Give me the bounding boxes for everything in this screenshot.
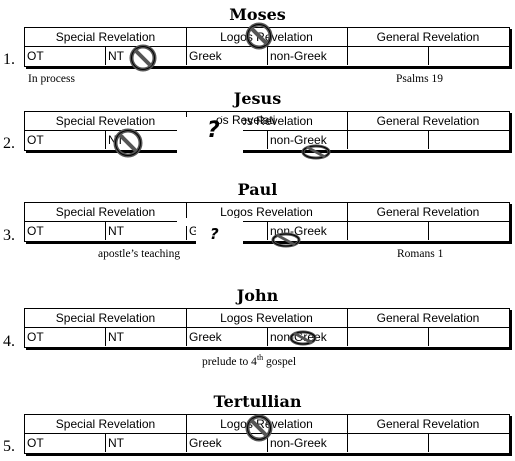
cell-greek: G <box>189 224 199 238</box>
no-symbol-icon <box>245 414 273 442</box>
note-center: prelude to 4th gospel <box>202 353 296 368</box>
revelation-table-john: Special Revelation Logos Revelation Gene… <box>24 308 510 348</box>
header-general-revelation: General Revelation <box>376 114 480 128</box>
no-symbol-icon <box>301 144 331 160</box>
cell-ot: OT <box>27 224 44 238</box>
header-general-revelation: General Revelation <box>376 30 480 44</box>
header-logos-revelation: Logos Revelation <box>220 417 313 431</box>
cell-ot: OT <box>27 330 44 344</box>
cell-general-1 <box>348 434 428 452</box>
header-special-revelation: Special Revelation <box>55 205 156 219</box>
no-symbol-icon <box>113 128 143 158</box>
cell-greek: Greek <box>189 330 222 344</box>
detail-row: OT NT G non-Greek <box>25 222 509 240</box>
logos-gap-bottom <box>196 222 243 244</box>
header-general-revelation: General Revelation <box>376 417 480 431</box>
cell-general-2 <box>429 47 509 65</box>
section-title-john: John <box>236 286 279 305</box>
note-text: prelude to 4 <box>202 355 257 368</box>
detail-row: OT NT G non-Greek <box>25 131 509 149</box>
cell-nt: NT <box>108 49 124 63</box>
cell-greek: Greek <box>189 49 222 63</box>
cell-general-2 <box>429 222 509 240</box>
section-title-tertullian: Tertullian <box>213 392 302 411</box>
header-logos-revelation: Logos Revelation <box>220 205 313 219</box>
cell-general-2 <box>429 434 509 452</box>
note-left: In process <box>28 73 75 85</box>
header-row: Special Revelation Logos Revelation Gene… <box>25 112 509 131</box>
note-left: apostle’s teaching <box>98 248 181 260</box>
header-row: Special Revelation Logos Revelation Gene… <box>25 309 509 328</box>
header-general-revelation: General Revelation <box>376 311 480 325</box>
header-logos-revelation: Logos Revelation <box>220 114 313 128</box>
note-right: Romans 1 <box>397 248 444 260</box>
note-right: Psalms 19 <box>396 73 443 85</box>
detail-row: OT NT Greek non-Greek <box>25 434 509 452</box>
cell-non-greek: non-Greek <box>270 133 327 147</box>
revelation-table-moses: Special Revelation Logos Revelation Gene… <box>24 27 510 67</box>
cell-greek: Greek <box>189 436 222 450</box>
cell-non-greek: non-Greek <box>270 49 327 63</box>
question-mark: ? <box>207 118 220 143</box>
section-title-jesus: Jesus <box>233 89 282 108</box>
header-logos-revelation: Logos Revelation <box>220 30 313 44</box>
cell-general-1 <box>348 222 428 240</box>
header-special-revelation: Special Revelation <box>55 114 156 128</box>
section-number: 5. <box>3 438 15 455</box>
cell-ot: OT <box>27 436 44 450</box>
question-mark: ? <box>210 225 219 243</box>
no-symbol-icon <box>271 232 301 248</box>
note-superscript: th <box>256 353 264 362</box>
cell-general-1 <box>348 328 428 346</box>
detail-row: OT NT Greek non-Greek <box>25 328 509 346</box>
no-symbol-icon <box>129 44 157 72</box>
header-logos-fragment: os Revelation <box>216 113 276 127</box>
cell-nt: NT <box>108 436 124 450</box>
note-text: gospel <box>263 355 297 368</box>
header-logos-revelation: Logos Revelation <box>220 311 313 325</box>
section-title-moses: Moses <box>229 5 286 24</box>
cell-ot: OT <box>27 133 44 147</box>
cell-general-1 <box>348 47 428 65</box>
no-symbol-icon <box>245 22 273 50</box>
header-row: Special Revelation Logos Revelation Gene… <box>25 203 509 222</box>
section-number: 1. <box>3 51 15 68</box>
section-title-paul: Paul <box>237 180 278 199</box>
detail-row: OT NT Greek non-Greek <box>25 47 509 65</box>
cell-nt: NT <box>108 330 124 344</box>
header-special-revelation: Special Revelation <box>55 311 156 325</box>
cell-ot: OT <box>27 49 44 63</box>
section-number: 3. <box>3 227 15 244</box>
cell-non-greek: non-Greek <box>270 436 327 450</box>
cell-general-2 <box>429 131 509 149</box>
header-general-revelation: General Revelation <box>376 205 480 219</box>
cell-nt: NT <box>108 224 124 238</box>
no-symbol-icon <box>289 330 317 346</box>
section-number: 2. <box>3 135 15 152</box>
header-special-revelation: Special Revelation <box>55 417 156 431</box>
header-special-revelation: Special Revelation <box>55 30 156 44</box>
cell-general-1 <box>348 131 428 149</box>
cell-general-2 <box>429 328 509 346</box>
section-number: 4. <box>3 333 15 350</box>
revelation-table-jesus: Special Revelation Logos Revelation Gene… <box>24 111 510 151</box>
revelation-table-paul: Special Revelation Logos Revelation Gene… <box>24 202 510 242</box>
logos-gap <box>177 117 243 153</box>
